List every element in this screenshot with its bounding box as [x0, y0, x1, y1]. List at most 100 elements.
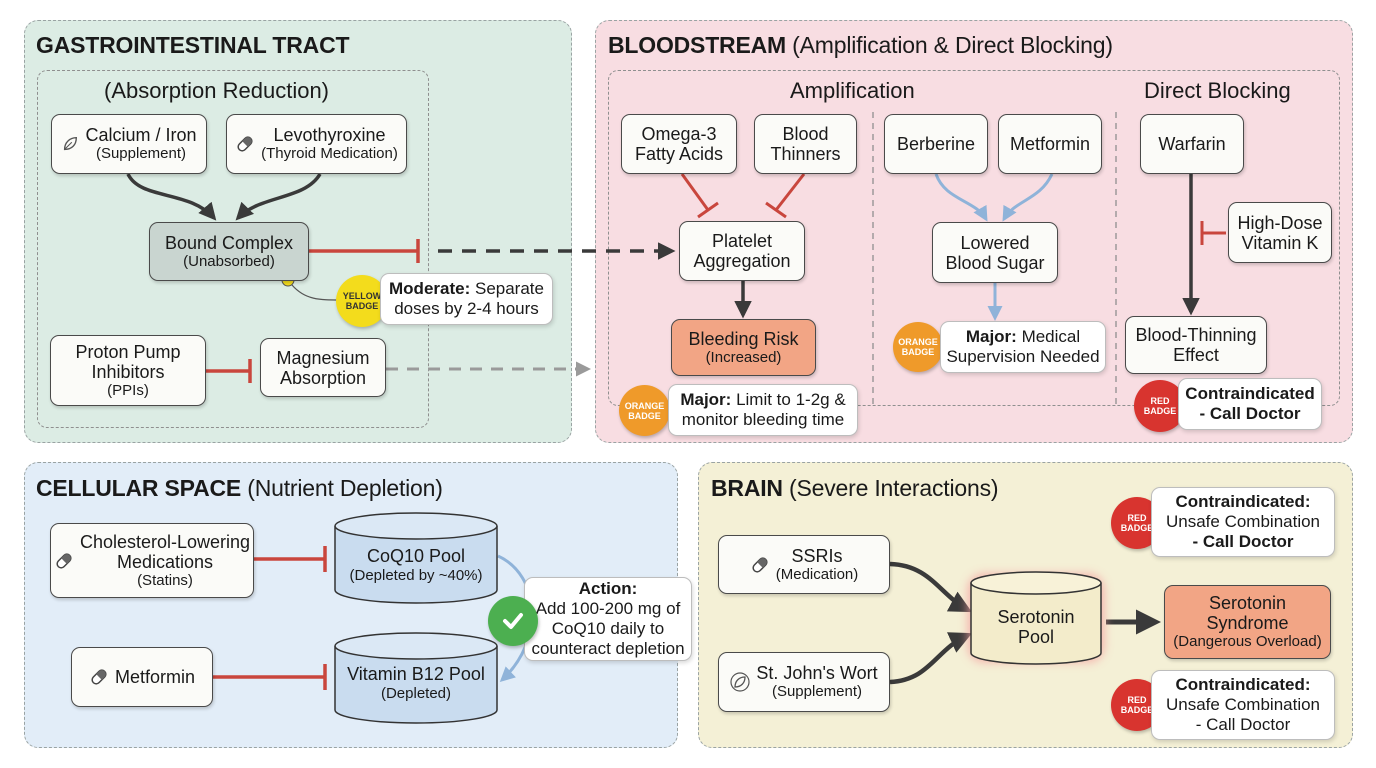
serotonin-pool-line1: Serotonin: [997, 607, 1075, 627]
checkmark-icon: [488, 596, 538, 646]
magnesium-line1: Magnesium: [276, 347, 370, 368]
blood-thinning-line2: Effect: [1173, 345, 1219, 365]
vitamin-k-line1: High-Dose: [1237, 212, 1323, 233]
cellular-title-note: (Nutrient Depletion): [247, 475, 443, 501]
major-sugar-line1: Medical: [1021, 327, 1081, 346]
contra-warfarin-line1: Contraindicated: [1185, 384, 1315, 403]
platelet-line2: Aggregation: [693, 251, 791, 271]
major-bleeding-note: Major: Limit to 1-2g &monitor bleeding t…: [668, 384, 858, 436]
levothyroxine-label: Levothyroxine: [273, 125, 386, 145]
st-johns-wort-label: St. John's Wort: [756, 663, 878, 683]
vitamin-k-line2: Vitamin K: [1241, 232, 1319, 253]
yellow-badge-line2: BADGE: [345, 301, 379, 311]
bound-complex-label: Bound Complex: [164, 232, 294, 253]
action-line2: CoQ10 daily to: [551, 619, 665, 638]
contraindicated-bottom-note: Contraindicated:Unsafe Combination- Call…: [1151, 670, 1335, 740]
orange-badge-sugar-line1: ORANGE: [898, 337, 938, 347]
bound-complex-node[interactable]: Bound Complex(Unabsorbed): [149, 222, 309, 281]
absorption-title: (Absorption Reduction): [104, 78, 330, 103]
b12-cylinder-shape: [334, 632, 498, 724]
serotonin-cylinder-shape: [968, 571, 1104, 665]
pill-icon: [752, 556, 768, 573]
orange-badge-sugar-line2: BADGE: [901, 347, 935, 357]
direct-blocking-title: Direct Blocking: [1144, 78, 1291, 103]
major-sugar-bold: Major:: [965, 327, 1017, 346]
serotonin-pool-cylinder[interactable]: Serotonin Pool: [968, 570, 1104, 666]
moderate-note-line2: doses by 2-4 hours: [394, 299, 539, 318]
action-line1: Add 100-200 mg of: [535, 599, 681, 618]
action-bold: Action:: [578, 579, 638, 598]
syndrome-sub: (Dangerous Overload): [1173, 633, 1322, 650]
ppi-line2: Inhibitors: [91, 361, 165, 382]
orange-badge-bleeding-line2: BADGE: [628, 410, 661, 421]
ppi-line1: Proton Pump: [75, 341, 181, 362]
statins-line1: Cholesterol-Lowering: [79, 531, 251, 552]
red-badge-warfarin-line1: RED: [1150, 396, 1170, 406]
absorption-subpanel: [37, 70, 429, 428]
pill-icon: [91, 669, 107, 685]
contraindicated-top-note: Contraindicated:Unsafe Combination- Call…: [1151, 487, 1335, 557]
contra-top-bold: Contraindicated:: [1175, 492, 1311, 511]
leaf-icon: [730, 672, 751, 692]
coq10-cylinder-shape: [334, 512, 498, 604]
brain-title-note: (Severe Interactions): [789, 475, 999, 501]
pill-icon: [237, 136, 253, 152]
bleeding-risk-node[interactable]: Bleeding Risk(Increased): [671, 319, 816, 376]
major-sugar-line2: Supervision Needed: [946, 347, 1100, 366]
coq10-pool-cylinder[interactable]: CoQ10 Pool (Depleted by ~40%): [334, 512, 498, 604]
bleeding-risk-label: Bleeding Risk: [688, 328, 799, 349]
ssri-node[interactable]: SSRIs(Medication): [718, 535, 890, 594]
contra-bottom-line2: - Call Doctor: [1195, 715, 1291, 734]
yellow-badge-line1: YELLOW: [342, 291, 382, 301]
amplification-subpanel: [608, 70, 1340, 406]
berberine-label: Berberine: [896, 134, 976, 154]
warfarin-node[interactable]: Warfarin: [1140, 114, 1244, 174]
major-bleeding-line1: Limit to 1-2g &: [736, 390, 846, 409]
red-badge-brain-top-line2: BADGE: [1120, 523, 1154, 533]
calcium-iron-node[interactable]: Calcium / Iron(Supplement): [51, 114, 207, 174]
contra-bottom-bold: Contraindicated:: [1175, 675, 1311, 694]
levothyroxine-sub: (Thyroid Medication): [261, 145, 398, 162]
red-badge-warfarin-line2: BADGE: [1143, 406, 1177, 416]
gi-title: GASTROINTESTINAL TRACT: [36, 32, 350, 58]
blood-thinners-line1: Blood: [782, 124, 829, 144]
blood-sugar-line1: Lowered: [960, 232, 1030, 253]
cellular-title: CELLULAR SPACE (Nutrient Depletion): [36, 475, 443, 502]
blood-thinners-line2: Thinners: [770, 144, 841, 164]
st-johns-wort-node[interactable]: St. John's Wort(Supplement): [718, 652, 890, 712]
blood-thinning-line1: Blood-Thinning: [1135, 325, 1257, 345]
warfarin-label: Warfarin: [1158, 134, 1226, 154]
metformin-blood-node[interactable]: Metformin: [998, 114, 1102, 174]
b12-sub: (Depleted): [380, 685, 452, 702]
coq10-sub: (Depleted by ~40%): [349, 567, 483, 584]
bound-complex-sub: (Unabsorbed): [183, 252, 275, 270]
metformin-cell-node[interactable]: Metformin: [71, 647, 213, 707]
moderate-note-line1: Separate: [474, 279, 544, 298]
ssri-label: SSRIs: [791, 545, 843, 566]
syndrome-line1: Serotonin: [1208, 593, 1287, 613]
st-johns-wort-sub: (Supplement): [771, 683, 863, 700]
magnesium-line2: Absorption: [279, 367, 367, 388]
major-bleeding-line2: monitor bleeding time: [681, 410, 845, 429]
b12-pool-cylinder[interactable]: Vitamin B12 Pool (Depleted): [334, 632, 498, 724]
coq10-label: CoQ10 Pool: [366, 546, 466, 566]
levothyroxine-node[interactable]: Levothyroxine(Thyroid Medication): [226, 114, 407, 174]
berberine-node[interactable]: Berberine: [884, 114, 988, 174]
serotonin-pool-line2: Pool: [1017, 627, 1055, 647]
